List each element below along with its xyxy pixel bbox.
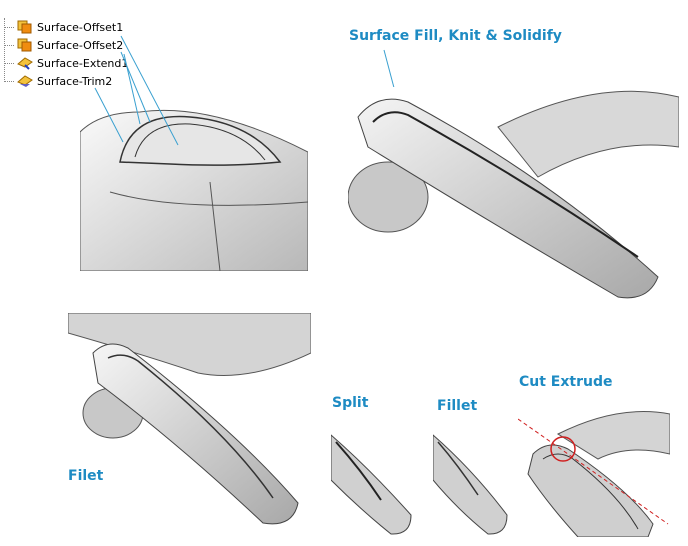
label-split: Split [332,395,369,411]
render-cut-extrude [518,404,670,537]
label-filet: Filet [68,468,104,484]
label-surface-fill-knit-solidify: Surface Fill, Knit & Solidify [349,28,562,44]
tree-item-surface-trim2[interactable]: Surface-Trim2 [4,72,112,90]
tree-item-label: Surface-Offset1 [37,20,124,34]
tree-item-label: Surface-Extend1 [37,56,129,70]
render-filet [68,313,311,536]
surface-trim-icon [17,75,33,87]
tree-connector [4,18,5,82]
tree-item-label: Surface-Trim2 [37,74,113,88]
render-fill-knit-solidify [348,87,679,303]
label-cut-extrude: Cut Extrude [519,374,613,390]
label-fillet: Fillet [437,398,478,414]
surface-extend-icon [17,57,33,70]
tree-item-surface-offset1[interactable]: Surface-Offset1 [4,18,123,36]
render-fillet [433,430,510,537]
cut-marker-icon [550,436,576,462]
render-split [331,430,416,537]
surface-offset-icon [17,38,32,52]
tree-item-label: Surface-Offset2 [37,38,124,52]
surface-offset-icon [17,20,32,34]
tree-item-surface-offset2[interactable]: Surface-Offset2 [4,36,123,54]
tree-item-surface-extend1[interactable]: Surface-Extend1 [4,54,128,72]
render-surface-offset [80,92,308,271]
